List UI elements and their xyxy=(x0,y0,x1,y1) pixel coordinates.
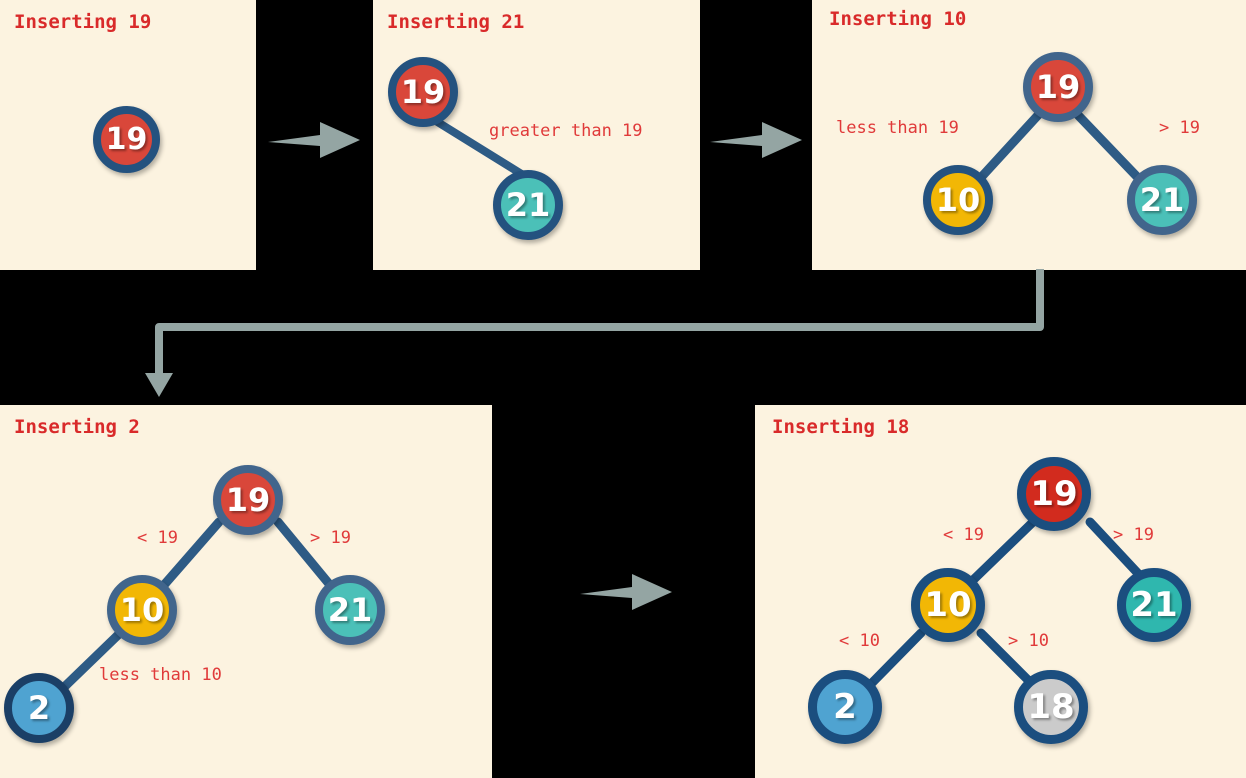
tree-node-21: 21 xyxy=(493,170,563,240)
edge-label-less-19: < 19 xyxy=(943,525,984,545)
edge-label-less-than-19: less than 19 xyxy=(836,118,959,138)
panel-title-insert-21: Inserting 21 xyxy=(387,11,525,33)
edge-label-greater-than-19: greater than 19 xyxy=(489,121,643,141)
panel-title-insert-19: Inserting 19 xyxy=(14,11,152,33)
panel-insert-19: Inserting 19 19 xyxy=(0,0,256,270)
flow-connector-wrap xyxy=(145,269,1044,397)
panel-title-insert-18: Inserting 18 xyxy=(772,416,910,438)
panel-insert-2: Inserting 2 19 10 21 2 < 19 > 19 less th… xyxy=(0,405,492,778)
tree-node-19: 19 xyxy=(93,106,160,173)
panel-insert-21: Inserting 21 19 21 greater than 19 xyxy=(373,0,700,270)
edge-label-greater-19: > 19 xyxy=(1159,118,1200,138)
edge-label-greater-10: > 10 xyxy=(1008,631,1049,651)
edge-label-less-10: < 10 xyxy=(839,631,880,651)
panel-title-insert-10: Inserting 10 xyxy=(829,8,967,30)
tree-node-18: 18 xyxy=(1014,670,1088,744)
tree-node-21: 21 xyxy=(315,575,385,645)
flow-arrow-1 xyxy=(268,122,360,158)
tree-node-10: 10 xyxy=(923,165,993,235)
tree-node-21: 21 xyxy=(1117,568,1191,642)
edge-label-less-than-10: less than 10 xyxy=(99,665,222,685)
tree-edges-panel-4 xyxy=(53,517,335,698)
flow-arrow-2 xyxy=(710,122,802,158)
tree-node-19: 19 xyxy=(1023,52,1093,122)
edge-label-less-19: < 19 xyxy=(137,528,178,548)
tree-node-19: 19 xyxy=(388,57,458,127)
tree-node-10: 10 xyxy=(107,575,177,645)
tree-edges-panel-3 xyxy=(970,108,1149,189)
edge-label-greater-19: > 19 xyxy=(1113,525,1154,545)
edge-label-greater-19: > 19 xyxy=(310,528,351,548)
tree-node-19: 19 xyxy=(1017,457,1091,531)
flow-arrow-3 xyxy=(580,574,672,610)
panel-insert-10: Inserting 10 19 10 21 less than 19 > 19 xyxy=(812,0,1246,270)
panel-title-insert-2: Inserting 2 xyxy=(14,416,140,438)
tree-node-21: 21 xyxy=(1127,165,1197,235)
tree-node-10: 10 xyxy=(911,568,985,642)
tree-node-2: 2 xyxy=(4,673,74,743)
tree-node-2: 2 xyxy=(808,670,882,744)
tree-edges-panel-2 xyxy=(419,109,532,182)
tree-node-19: 19 xyxy=(213,465,283,535)
panel-insert-18: Inserting 18 19 10 21 2 18 < 19 > 19 < 1… xyxy=(755,405,1246,778)
